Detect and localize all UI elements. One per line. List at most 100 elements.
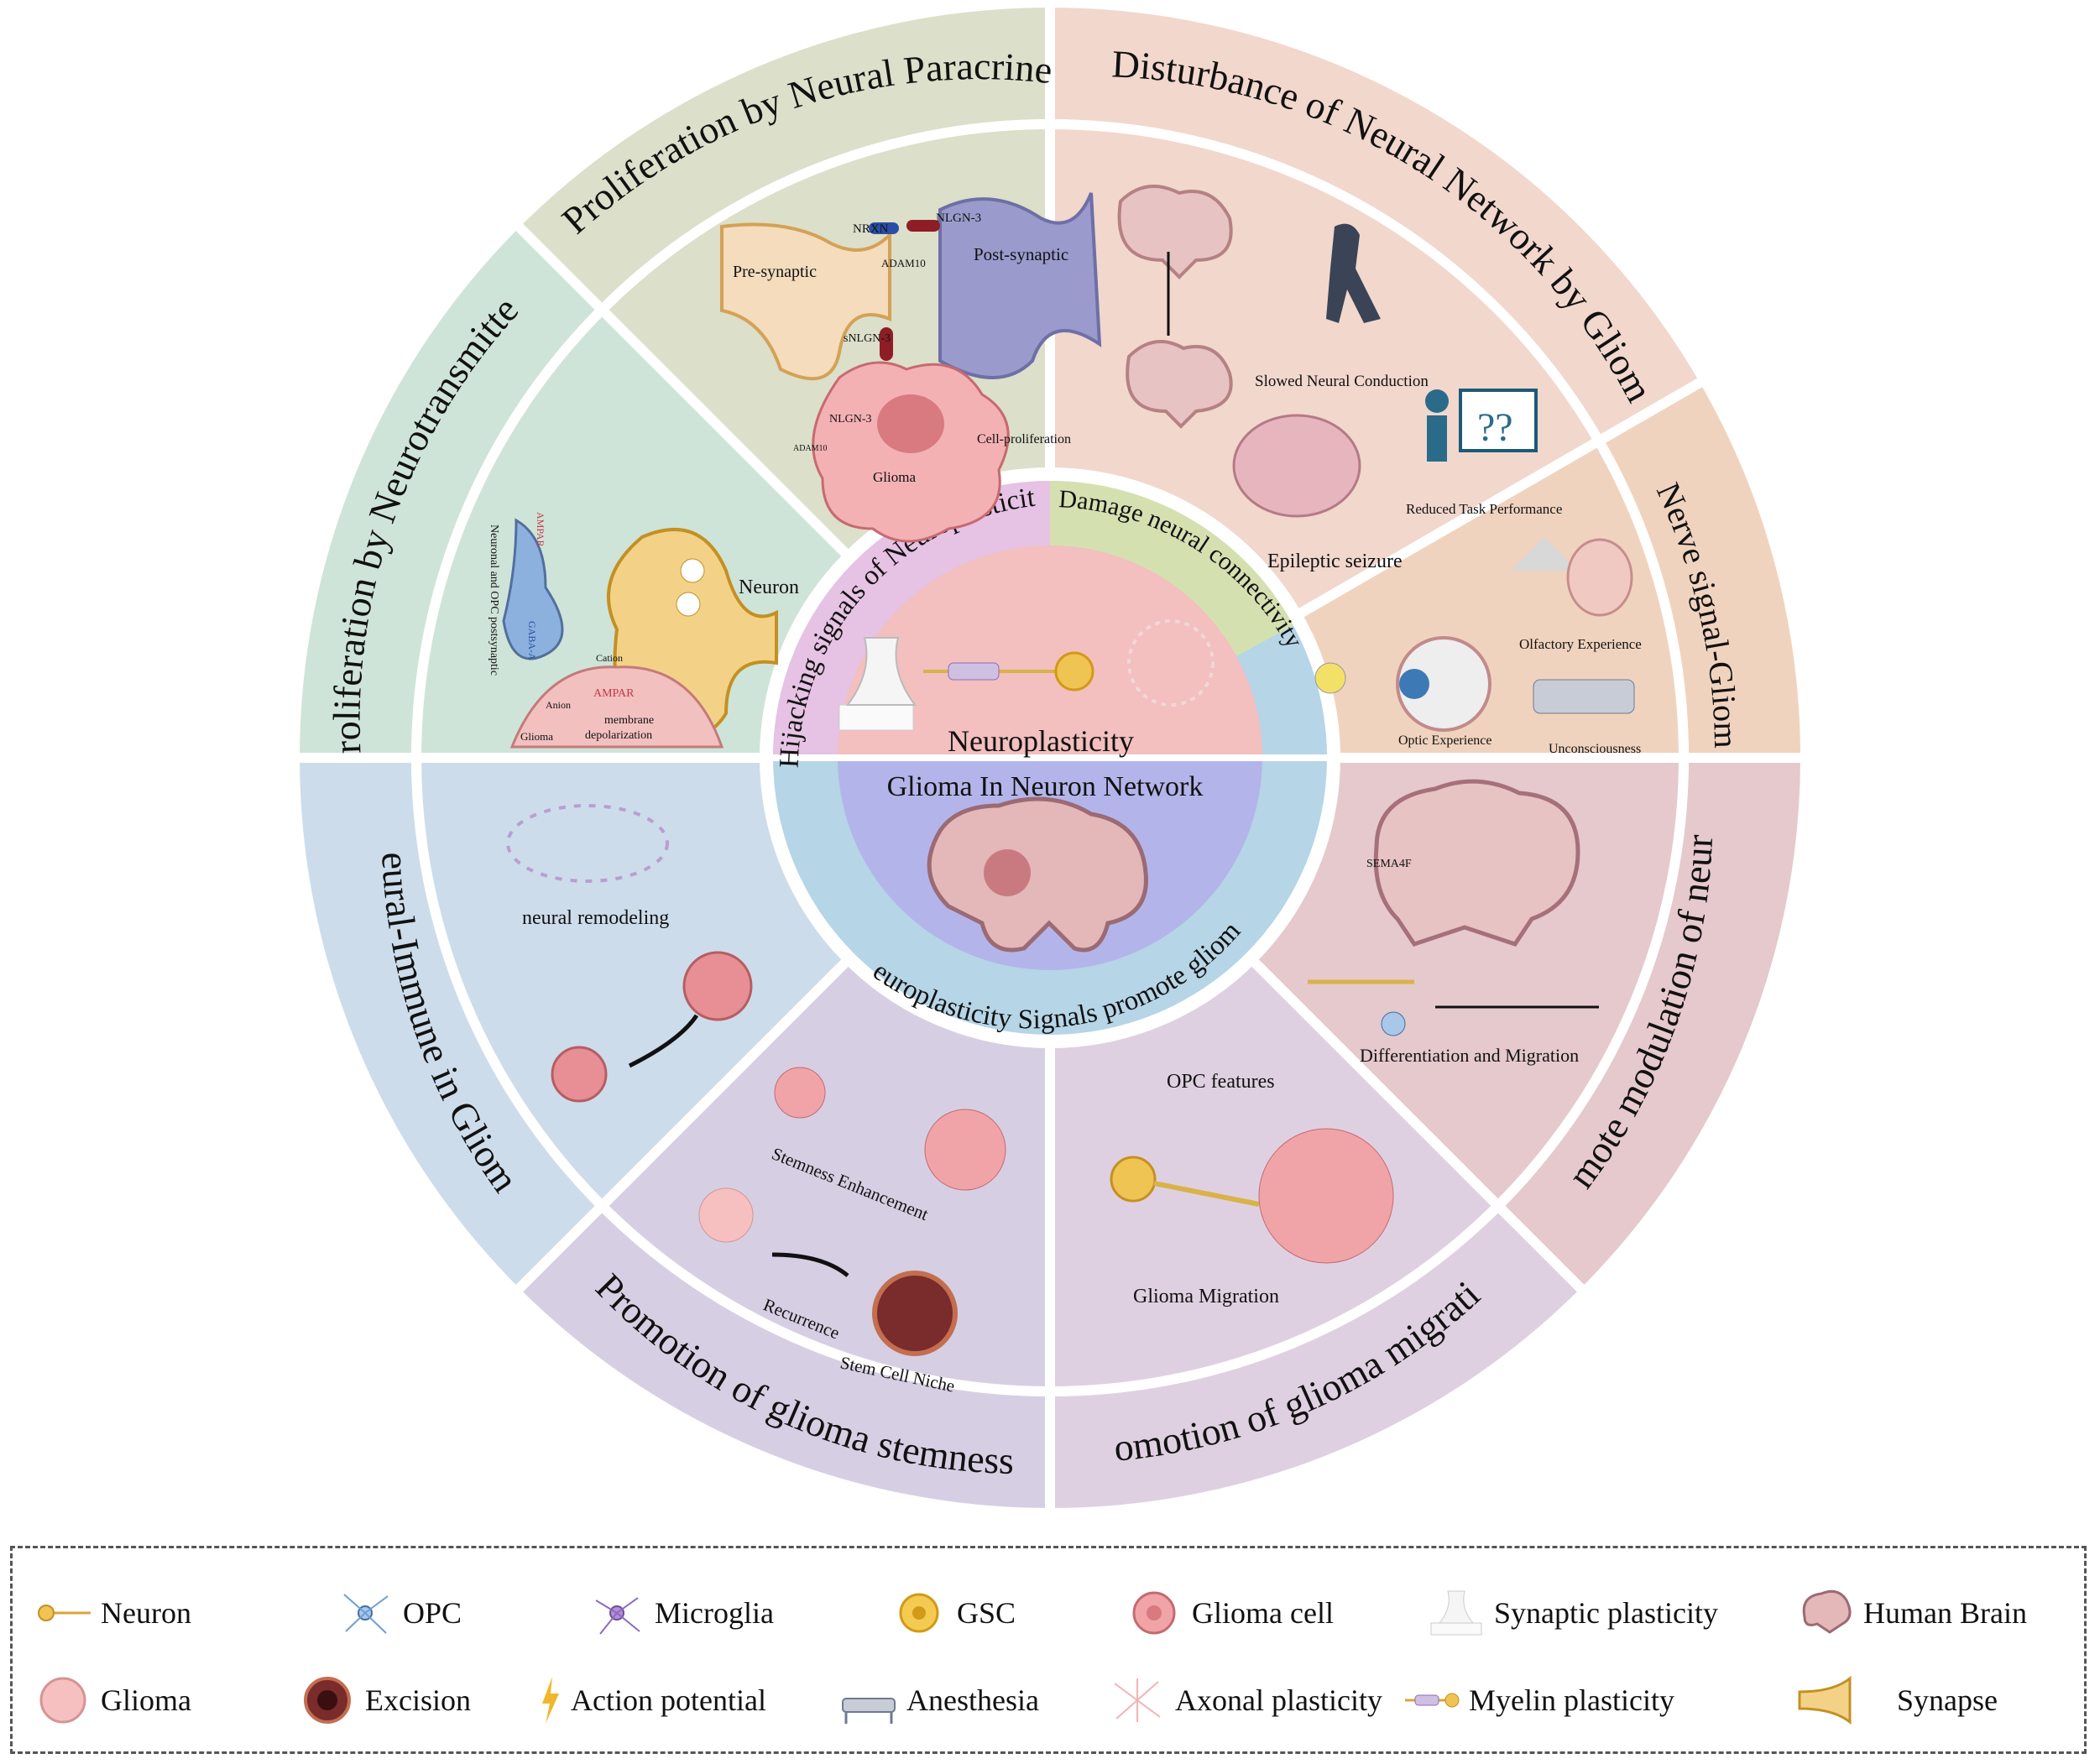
action-potential-icon bbox=[542, 1677, 559, 1724]
ring-segment-damage bbox=[1050, 480, 1293, 656]
nrxn-receptor bbox=[869, 222, 899, 234]
glioma-mass-icon bbox=[1258, 1128, 1394, 1264]
glioma-small-cluster bbox=[774, 1067, 826, 1119]
inner-panels bbox=[410, 118, 1690, 1397]
inner-panel-immune bbox=[410, 753, 856, 1213]
legend-synaptic: Synaptic plasticity bbox=[1427, 1588, 1718, 1638]
adam10-low-label: ADAM10 bbox=[793, 444, 828, 453]
legend-gsc: GSC bbox=[890, 1588, 1016, 1638]
postsynaptic-membrane bbox=[502, 518, 564, 660]
olfactory-experience-label: Olfactory Experience bbox=[1519, 636, 1642, 652]
eye-icon bbox=[1396, 636, 1491, 732]
legend-brain: Human Brain bbox=[1796, 1588, 2027, 1638]
legend-neuron-label: Neuron bbox=[101, 1596, 191, 1630]
anion-label: Anion bbox=[546, 699, 571, 711]
legend-action: Action potential bbox=[537, 1675, 766, 1725]
differentiation-migration-label: Differentiation and Migration bbox=[1360, 1045, 1579, 1066]
reduced-performance-label: Reduced Task Performance bbox=[1406, 501, 1562, 517]
brain-icon bbox=[1802, 1589, 1852, 1634]
legend-microglia-label: Microglia bbox=[655, 1596, 774, 1630]
opc-features-label: OPC features bbox=[1167, 1071, 1275, 1093]
glioma-migration-label: Glioma Migration bbox=[1133, 1286, 1279, 1307]
excision-icon bbox=[872, 1271, 958, 1356]
legend-brain-label: Human Brain bbox=[1863, 1596, 2027, 1630]
optic-experience-label: Optic Experience bbox=[1398, 733, 1492, 748]
axonal-plasticity-icon bbox=[1127, 619, 1215, 707]
legend-box bbox=[10, 1546, 2087, 1754]
pre-synaptic-terminal bbox=[720, 222, 891, 381]
membrane-label: membrane bbox=[604, 714, 654, 727]
legend-excision-label: Excision bbox=[365, 1683, 471, 1717]
arrow-right bbox=[771, 1252, 849, 1277]
legend-microglia: Microglia bbox=[588, 1588, 774, 1638]
legend-axonal-label: Axonal plasticity bbox=[1175, 1683, 1382, 1717]
gsc-icon bbox=[899, 1593, 939, 1633]
glioma-membrane bbox=[509, 665, 724, 749]
myelin-icon bbox=[1405, 1693, 1460, 1708]
nlgn3-low-label: NLGN-3 bbox=[829, 413, 872, 425]
neuron-soma-icon bbox=[1110, 1156, 1157, 1203]
neuroplasticity-label: Neuroplasticity bbox=[948, 724, 1134, 758]
glioma-small-label: Glioma bbox=[520, 730, 553, 743]
glioma-sphere bbox=[698, 1187, 754, 1243]
legend-synaptic-label: Synaptic plasticity bbox=[1494, 1596, 1718, 1630]
nose-profile-icon bbox=[1566, 538, 1633, 617]
legend-neuron: Neuron bbox=[34, 1588, 191, 1638]
legend-axonal: Axonal plasticity bbox=[1108, 1675, 1382, 1725]
outer-ring bbox=[289, 0, 1811, 1519]
eye-iris bbox=[1399, 669, 1429, 699]
inner-panel-nerve bbox=[1290, 434, 1690, 763]
neuron-icon bbox=[38, 1605, 91, 1621]
unconsciousness-label: Unconsciousness bbox=[1549, 742, 1641, 756]
olfactory-source-icon bbox=[1511, 537, 1578, 571]
axonal-icon bbox=[1114, 1678, 1161, 1722]
legend-glioma: Glioma bbox=[34, 1675, 191, 1725]
cation-label: Cation bbox=[596, 652, 623, 664]
snlgn3-label: sNLGN-3 bbox=[844, 332, 891, 345]
pre-synaptic-label: Pre-synaptic bbox=[733, 263, 817, 281]
brain-icon-top bbox=[1117, 185, 1233, 279]
elderly-person-icon bbox=[1326, 223, 1381, 323]
presentation-board-icon bbox=[1459, 389, 1538, 452]
opc-icon bbox=[343, 1594, 389, 1634]
hospital-bed-icon bbox=[1533, 679, 1635, 714]
legend-gsc-label: GSC bbox=[957, 1596, 1016, 1630]
light-bulb-icon bbox=[1314, 662, 1346, 694]
neural-network-cluster bbox=[506, 804, 669, 883]
gabaa-label: GABA-A bbox=[526, 621, 538, 660]
nrxn-label: NRXN bbox=[853, 222, 889, 236]
nlgn3-receptor bbox=[906, 220, 940, 232]
synapse-icon bbox=[1798, 1675, 1852, 1725]
glioma-nucleus bbox=[877, 394, 944, 453]
legend-glioma-label: Glioma bbox=[101, 1683, 191, 1717]
legend-myelin: Myelin plasticity bbox=[1402, 1675, 1674, 1725]
epilepsy-brain-icon bbox=[1232, 414, 1361, 518]
glioma-cluster-icon bbox=[682, 951, 753, 1021]
disturbance-panel: Slowed Neural Conduction Epileptic seizu… bbox=[1117, 185, 1562, 572]
legend-glioma-cell-label: Glioma cell bbox=[1192, 1596, 1334, 1630]
neural-remodeling-label: neural remodeling bbox=[522, 907, 669, 929]
anesthesia-icon bbox=[842, 1698, 896, 1724]
glioma-cell-icon bbox=[1132, 1591, 1176, 1635]
human-brain-icon bbox=[927, 796, 1148, 952]
ring-segment-hijacking bbox=[773, 481, 1050, 758]
legend-opc-label: OPC bbox=[403, 1596, 462, 1630]
microglia-icon bbox=[595, 1597, 640, 1635]
glioma-label: Glioma bbox=[873, 469, 916, 485]
ampar-label: AMPAR bbox=[593, 687, 635, 700]
arrow-up bbox=[628, 1014, 699, 1068]
remote-brain-icon bbox=[1373, 779, 1580, 947]
legend-anesthesia: Anesthesia bbox=[839, 1675, 1039, 1725]
snlgn3-protein bbox=[880, 327, 893, 361]
paracrine-panel: NRXN NLGN-3 Pre-synaptic Post-synaptic A… bbox=[720, 192, 1102, 543]
nlgn3-top-label: NLGN-3 bbox=[936, 211, 981, 225]
depolarization-label: depolarization bbox=[585, 729, 652, 742]
postsynaptic-label: Neuronal and OPC postsynaptic bbox=[488, 525, 500, 676]
neurotransmitter-panel: Neuron Neuronal and OPC postsynaptic AMP… bbox=[488, 512, 799, 749]
myelin-plasticity-icon bbox=[923, 651, 1094, 692]
legend-synapse: Synapse bbox=[1796, 1675, 1998, 1725]
glioma-large-cluster bbox=[924, 1109, 1006, 1191]
legend-myelin-label: Myelin plasticity bbox=[1469, 1683, 1674, 1717]
sema4f-label: SEMA4F bbox=[1366, 858, 1412, 870]
immune-panel: neural remodeling bbox=[506, 804, 753, 1103]
